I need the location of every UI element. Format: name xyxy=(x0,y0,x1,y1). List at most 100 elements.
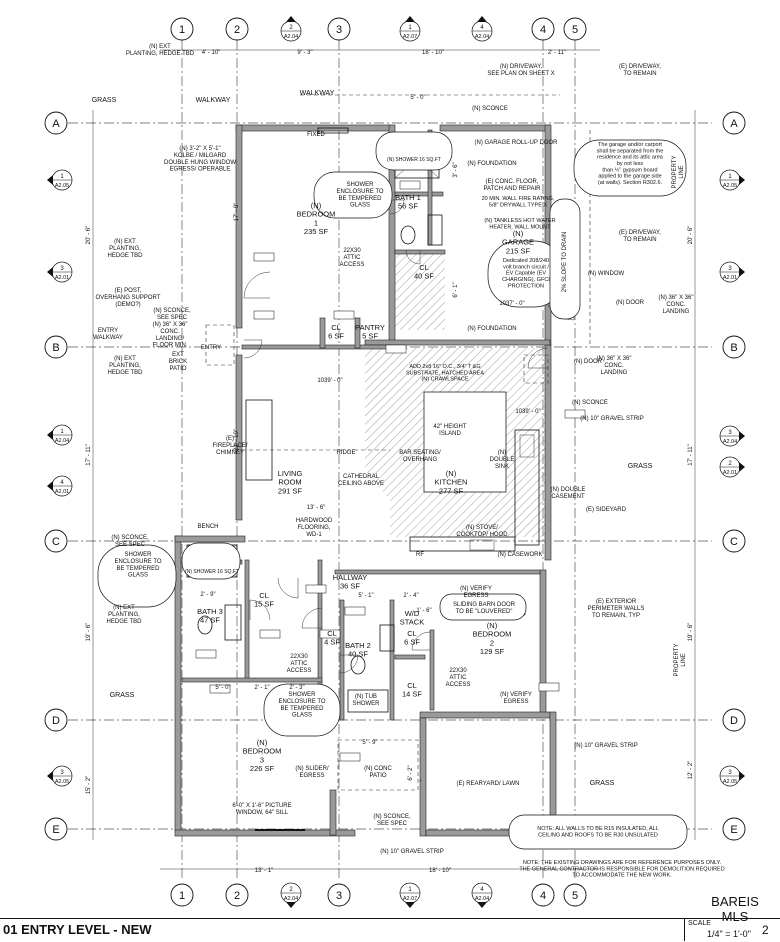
label-line: 215 SF xyxy=(506,246,531,255)
label-line: 5' - 0" xyxy=(215,685,230,691)
label-line: (E) xyxy=(226,436,234,442)
grid-column-bubble xyxy=(563,883,587,907)
label-line: (N) SLIDER/ xyxy=(295,766,329,772)
label-line: 5 xyxy=(572,24,578,36)
label-line: FLOORING, xyxy=(297,525,330,531)
section-marker-number: 3 xyxy=(728,266,732,272)
wall-segment xyxy=(539,569,547,714)
wall-segment xyxy=(235,354,243,521)
label-line: (N) DOOR xyxy=(616,300,645,306)
dimension-text: 17' - 11" xyxy=(688,444,694,466)
dimension-text: 2' - 11" xyxy=(548,50,566,56)
wall-segment xyxy=(394,191,444,197)
label-line: 4 xyxy=(480,25,484,31)
shower-note-cloud xyxy=(97,544,177,608)
label-line: 6'-0" X 1'-6" PICTURE xyxy=(232,803,291,809)
label-line: BEDROOM xyxy=(473,630,512,639)
label-line: 2' - 1" xyxy=(254,685,269,691)
label-line: CL xyxy=(331,323,341,332)
label-line: 4 xyxy=(540,890,546,902)
gravel-strip-label: (N) 10" GRAVEL STRIP xyxy=(380,849,443,855)
grid-row-bubble xyxy=(44,708,68,732)
dimension-text: 6' - 2" xyxy=(408,765,414,780)
section-marker: 1A2.04 xyxy=(47,424,73,446)
section-marker-number: 1 xyxy=(728,174,732,180)
label-line: 1 xyxy=(60,429,64,435)
shower-cloud xyxy=(375,131,453,171)
driveway-label: (N) DRIVEWAY,SEE PLAN ON SHEET X xyxy=(487,64,554,77)
wall-segment xyxy=(389,599,395,721)
section-marker: 3A2.05 xyxy=(719,765,745,787)
label-line: (E) POST, xyxy=(114,288,141,294)
grid-column-label: 1 xyxy=(179,890,185,902)
label-line: EXT xyxy=(172,352,184,358)
door-swing xyxy=(405,249,421,265)
label-line: 47 SF xyxy=(200,616,220,625)
section-marker: 2A2.04 xyxy=(280,882,302,908)
grid-column-bubble xyxy=(531,17,555,41)
label-line: FIREPLACE/ xyxy=(212,443,247,449)
shower-note-cloud xyxy=(313,171,393,219)
label-line: 291 SF xyxy=(278,486,303,495)
label-line: by not less xyxy=(617,161,644,167)
label-line: (N) DRIVEWAY, xyxy=(500,64,543,70)
sconce-label: (N) SCONCE xyxy=(572,400,608,406)
label-line: than ½" gypsum board xyxy=(602,166,657,173)
label-line: (N) SCONCE xyxy=(472,106,508,112)
level-tag xyxy=(399,180,421,190)
label-line: LINE xyxy=(679,165,685,178)
label-line: (N) 3'-2" X 5'-1" xyxy=(179,146,220,152)
existing-drawings-note: NOTE: THE EXISTING DRAWINGS ARE FOR REFE… xyxy=(519,860,724,879)
label-line: LANDING xyxy=(601,370,628,376)
door-swing xyxy=(249,599,271,621)
level-tag xyxy=(209,684,231,694)
label-line: (N) CRAWLSPACE xyxy=(421,377,468,383)
label-line: MLS xyxy=(722,909,749,924)
entry-landing xyxy=(205,324,235,366)
label-line: (N) 10" GRAVEL STRIP xyxy=(380,849,443,855)
section-marker-arrow xyxy=(286,16,296,22)
label-line: E xyxy=(52,824,59,836)
section-marker: 3A2.01 xyxy=(47,261,73,283)
label-line: 22X30 xyxy=(290,654,308,660)
label-line: PLANTING, xyxy=(108,612,140,618)
label-line: (N) xyxy=(513,229,524,238)
label-line: 2' - 3" xyxy=(289,685,304,691)
label-line: BE TEMPERED xyxy=(339,196,383,202)
label-line: EGRESS/ OPERABLE xyxy=(170,167,231,173)
dimension-text: 13' - 1" xyxy=(255,868,274,874)
grid-row-label: D xyxy=(52,715,60,727)
sideyard-label: (E) SIDEYARD xyxy=(586,507,627,513)
label-line: BENCH xyxy=(197,524,218,530)
section-marker: 1A2.05 xyxy=(47,169,73,191)
insulation-note-cloud xyxy=(508,814,688,850)
label-line: ENCLOSURE TO xyxy=(336,189,383,195)
label-line: 1 xyxy=(179,24,185,36)
door-swing xyxy=(301,607,323,629)
label-line: C xyxy=(52,536,60,548)
label-line: CONC. xyxy=(160,329,180,335)
label-line: 20 MIN. WALL FIRE RATING, xyxy=(482,196,555,202)
gravel-strip-label: (N) 10" GRAVEL STRIP xyxy=(580,416,643,422)
section-marker-arrow xyxy=(405,16,415,22)
sink xyxy=(519,434,535,458)
spacer xyxy=(419,779,422,782)
label-line: 6 SF xyxy=(404,638,420,647)
label-line: 5 xyxy=(572,890,578,902)
label-line: GRASS xyxy=(590,780,615,787)
label-line: 3 xyxy=(336,890,342,902)
label-line: A2.04 xyxy=(55,438,69,444)
label-line: A2.04 xyxy=(284,34,298,40)
label-line: GLASS xyxy=(128,573,148,579)
label-line: (E) DRIVEWAY, xyxy=(619,64,661,70)
section-marker-sheet: A2.04 xyxy=(475,896,489,902)
wall-segment xyxy=(174,535,246,543)
label-line: ATTIC xyxy=(450,675,468,681)
level-tag xyxy=(538,682,560,692)
